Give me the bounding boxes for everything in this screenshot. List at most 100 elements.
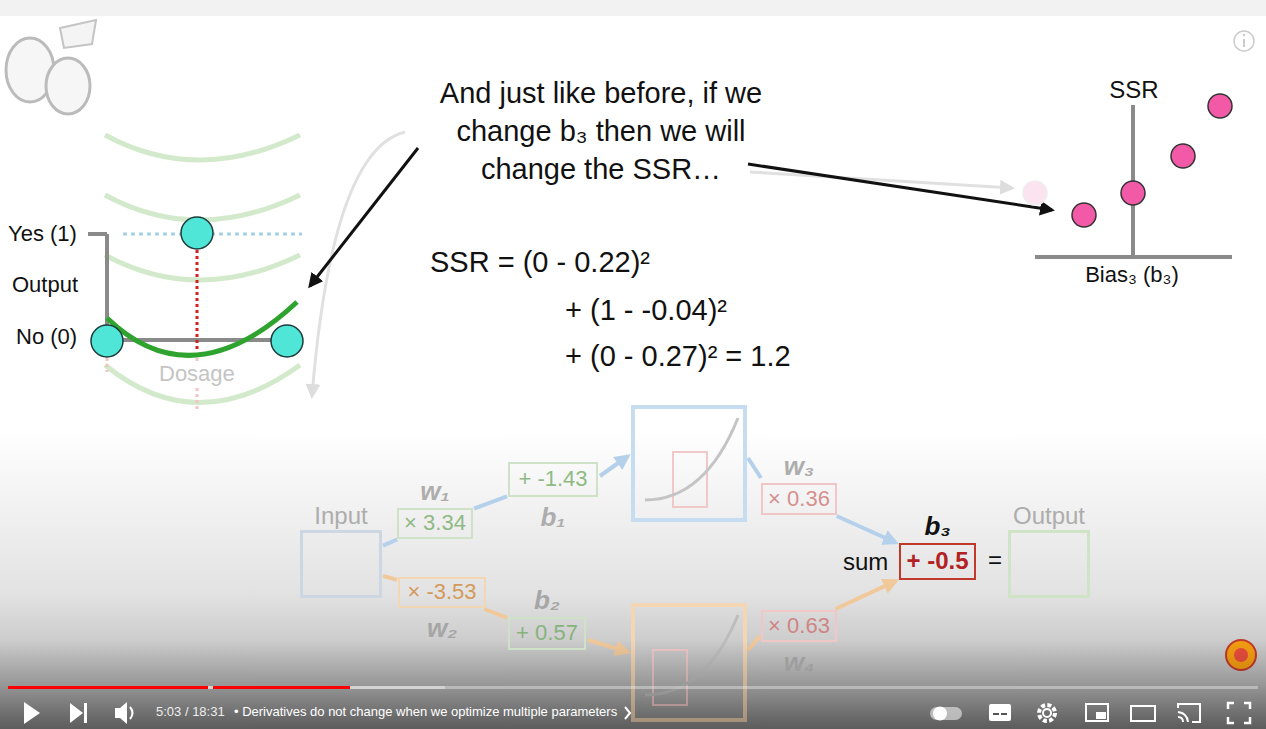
captions-icon <box>993 713 999 715</box>
ssr-point <box>1121 181 1145 205</box>
callout-arrow <box>310 148 418 286</box>
node-heading: b₁ <box>540 503 565 532</box>
weight-value: × 3.34 <box>404 511 466 535</box>
x-axis <box>1035 255 1232 259</box>
weight-value: × 0.63 <box>768 614 830 638</box>
next-icon <box>84 703 87 723</box>
captions-icon <box>989 704 1011 721</box>
weight-box: × -3.53w₂ <box>398 577 486 608</box>
faint-curve <box>105 255 300 280</box>
ssr-point <box>1072 203 1096 227</box>
equation-line: + (0 - 0.27)² = 1.2 <box>565 340 791 373</box>
weight-value: × 0.36 <box>768 487 830 511</box>
bias-box: b₂+ 0.57 <box>508 617 586 650</box>
connector <box>383 540 397 546</box>
axis-label: Dosage <box>157 361 237 386</box>
node-heading: Input <box>314 503 367 529</box>
flow-line <box>748 458 761 478</box>
cast-icon <box>1178 712 1188 722</box>
chapter-title: • Derivatives do not change when we opti… <box>234 705 617 720</box>
activation-window <box>673 452 707 507</box>
node-heading: w₂ <box>427 614 457 643</box>
control-bar <box>0 640 1266 729</box>
activation-curve <box>645 418 738 500</box>
data-point <box>271 325 303 357</box>
bias-box: b₃+ -0.5 <box>899 543 976 580</box>
axis-label: Bias₃ (b₃) <box>1052 262 1212 287</box>
callout-text: And just like before, if we change b₃ th… <box>411 74 791 188</box>
node-heading: Output <box>1013 503 1085 529</box>
node-heading: w₃ <box>784 452 814 481</box>
connector <box>474 496 507 508</box>
logo-shape <box>60 20 96 48</box>
connector <box>837 516 896 543</box>
miniplayer-icon <box>1096 712 1106 719</box>
node-heading: w₄ <box>784 648 815 677</box>
time-display: 5:03 / 18:31 <box>156 705 225 720</box>
bias-value: + -1.43 <box>518 467 587 491</box>
chevron-icon <box>625 707 630 719</box>
weight-value: × -3.53 <box>407 580 476 604</box>
autoplay-toggle <box>930 707 962 720</box>
fullscreen-icon <box>1228 703 1250 723</box>
axis-tick-label: Yes (1) <box>8 221 77 246</box>
node-heading: b₂ <box>534 586 560 615</box>
ssr-point <box>1171 144 1195 168</box>
residual-line <box>106 358 109 372</box>
connector <box>484 609 507 618</box>
cast-icon <box>1178 704 1200 722</box>
connector <box>383 576 397 580</box>
settings-icon <box>1043 709 1051 717</box>
info-icon <box>1234 31 1254 51</box>
sum-label: sum <box>843 548 888 576</box>
theater-icon <box>1131 706 1155 721</box>
ssr-point <box>1208 94 1232 118</box>
logo-shape <box>46 58 90 114</box>
axis-tick <box>88 232 107 236</box>
faint-curve <box>105 195 300 220</box>
data-point <box>91 325 123 357</box>
progress-played <box>8 686 208 689</box>
axis-label: SSR <box>1094 76 1174 104</box>
data-point <box>181 217 213 249</box>
volume-icon <box>130 707 133 719</box>
activation-box <box>633 407 745 520</box>
node-heading: b₃ <box>925 512 951 541</box>
info-icon <box>1243 34 1246 37</box>
callout-arrow <box>748 164 1052 210</box>
faint-curve <box>105 135 300 160</box>
fitted-curve <box>107 302 297 355</box>
captions-icon <box>1001 713 1007 715</box>
connector <box>836 581 896 609</box>
input-box: Input <box>300 530 382 598</box>
faint-point <box>1023 181 1047 205</box>
residual-line <box>196 250 199 352</box>
node-heading: w₁ <box>420 477 449 506</box>
y-axis <box>105 234 109 340</box>
next-icon <box>70 703 83 723</box>
equals-sign: = <box>988 546 1002 574</box>
axis-tick-label: No (0) <box>16 324 77 349</box>
equation-line: + (1 - -0.04)² <box>565 294 727 327</box>
progress-track <box>8 686 1258 689</box>
flow-arrow <box>600 456 628 476</box>
weight-box: × 3.34w₁ <box>397 508 473 539</box>
miniplayer-icon <box>1086 704 1108 721</box>
bias-value: + -0.5 <box>906 548 968 574</box>
progress-played <box>213 686 350 689</box>
info-icon <box>1243 39 1245 47</box>
top-strip <box>0 0 1266 16</box>
progress-loaded <box>8 686 445 689</box>
bias-value: + 0.57 <box>516 621 578 645</box>
equation-line: SSR = (0 - 0.22)² <box>430 246 650 279</box>
axis-label: Output <box>12 272 78 297</box>
weight-box: w₃× 0.36 <box>761 483 837 515</box>
settings-icon <box>1039 705 1055 721</box>
autoplay-toggle <box>933 707 947 721</box>
volume-icon <box>115 702 127 724</box>
output-box: Output <box>1008 530 1090 598</box>
bias-box: + -1.43b₁ <box>508 462 598 497</box>
weight-box: × 0.63w₄ <box>761 610 837 642</box>
play-icon <box>24 702 40 724</box>
